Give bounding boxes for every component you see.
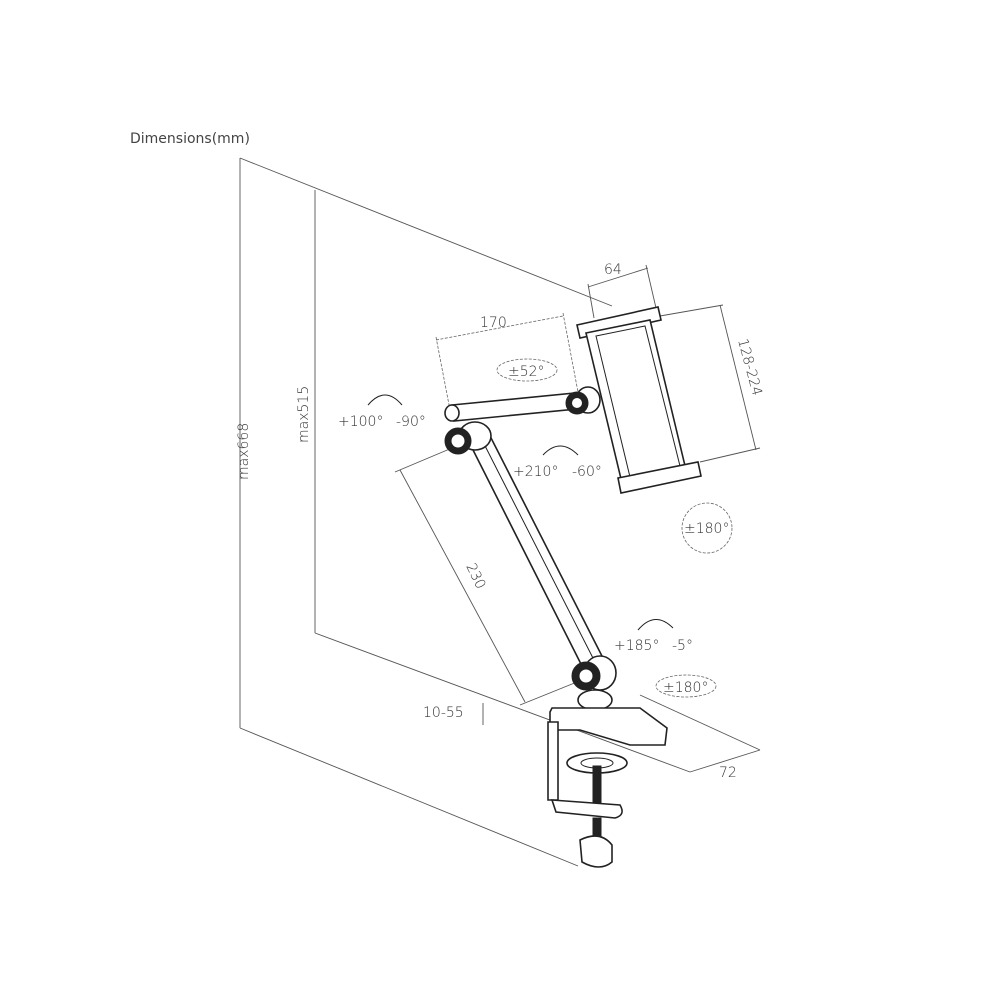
clamp-range-label: 10-55: [423, 705, 464, 721]
base-joint: [571, 655, 617, 711]
holder-depth-label: 64: [604, 262, 622, 278]
holder-tilt-arc: [542, 445, 579, 456]
elbow-joint: [444, 421, 492, 455]
upper-arm-dimension: [435, 312, 579, 411]
desk-clamp: [547, 707, 668, 868]
holder-range-label: 128-224: [734, 337, 765, 398]
base-up-label: +185°: [614, 638, 659, 654]
lower-arm-dimension: [394, 447, 578, 706]
elbow-up-label: +100°: [338, 414, 383, 430]
max-668-label: max668: [236, 423, 252, 480]
elbow-down-label: -90°: [396, 414, 426, 430]
holder-tilt-up-label: +210°: [513, 464, 558, 480]
clamp-width-label: 72: [719, 765, 737, 781]
base-swivel-ellipse: [655, 674, 717, 698]
tablet-holder: [576, 306, 702, 494]
holder-tilt-down-label: -60°: [572, 464, 602, 480]
holder-swivel-ellipse: [496, 358, 558, 382]
base-down-label: -5°: [672, 638, 693, 654]
base-swivel-label: ±180°: [663, 680, 708, 696]
max-height-guides: [239, 157, 761, 867]
elbow-rotation-arc: [367, 394, 403, 406]
holder-depth-dimension: [587, 264, 657, 319]
upper-arm: [444, 391, 588, 422]
diagram-title: Dimensions(mm): [130, 131, 250, 147]
base-tilt-arc: [637, 619, 674, 631]
holder-rotate-label: ±180°: [684, 521, 729, 537]
holder-swivel-label: ±52°: [508, 364, 545, 380]
upper-arm-length-label: 170: [480, 315, 507, 331]
lower-arm-length-label: 230: [462, 561, 488, 592]
holder-range-dimension: [659, 304, 761, 463]
holder-joint: [565, 386, 601, 415]
holder-rotate-circle: [681, 502, 733, 554]
max-515-label: max515: [296, 386, 312, 443]
